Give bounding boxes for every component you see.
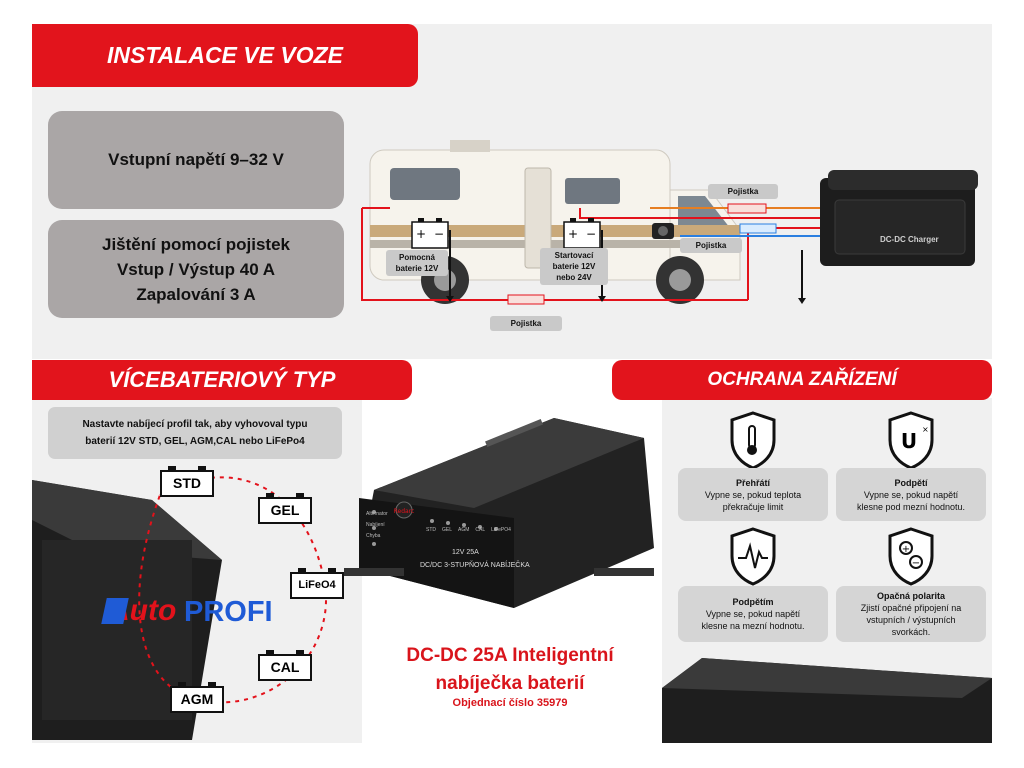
svg-text:+: + <box>902 544 910 555</box>
svg-text:U: U <box>901 429 917 453</box>
fuse-line-1: Jištění pomocí pojistek <box>102 234 290 254</box>
logo-profi: PROFI <box>184 596 273 628</box>
input-voltage-box: Vstupní napětí 9–32 V <box>48 111 344 209</box>
multi-battery-banner: VÍCEBATERIOVÝ TYP <box>32 360 412 400</box>
device-model: 12V 25A <box>452 549 479 556</box>
start-battery-icon: + − <box>563 218 601 249</box>
aux-battery-icon: + − <box>411 218 449 249</box>
svg-text:−: − <box>912 558 920 569</box>
alternator-icon <box>652 223 674 239</box>
fuse-box: Jištění pomocí pojistek Vstup / Výstup 4… <box>48 220 344 318</box>
product-title: DC-DC 25A Inteligentní nabíječka baterií <box>406 645 614 694</box>
profile-note: Nastavte nabíjecí profil tak, aby vyhovo… <box>48 407 342 459</box>
battery-type-std: STD <box>160 466 214 498</box>
red-wire-bottom <box>361 208 748 301</box>
device-subtitle: DC/DC 3-STUPŇOVÁ NABÍJEČKA <box>420 562 530 569</box>
fuse-bottom-label: Pojistka <box>490 316 562 331</box>
battery-type-gel: GEL <box>258 493 312 525</box>
polarity-shield-icon: + − <box>888 527 934 586</box>
fuse-line-2: Vstup / Výstup 40 A <box>116 259 276 279</box>
fuse-top-icon <box>727 203 767 214</box>
battery-type-agm: AGM <box>170 682 224 714</box>
charger-device-photo: Redarc <box>344 418 654 608</box>
protection-reverse-polarity: Opačná polarita Zjistí opačné připojení … <box>836 586 986 642</box>
protection-voltage-drop: Podpětím Vypne se, pokud napětí klesne n… <box>678 586 828 642</box>
svg-text:+: + <box>416 227 426 241</box>
charger-unit <box>820 170 978 266</box>
surge-shield-icon <box>730 527 776 586</box>
protection-overheat: Přehřátí Vypne se, pokud teplota překrač… <box>678 468 828 521</box>
brand-logo-icon <box>395 501 413 519</box>
charger-photo-left <box>32 480 222 740</box>
brand-text: Redarc <box>394 508 415 515</box>
protection-banner: OCHRANA ZAŘÍZENÍ <box>612 360 992 400</box>
indicator-labels: Alternator Nabíjení Chyba <box>366 511 388 539</box>
svg-text:−: − <box>586 227 596 241</box>
wiring-diagram: + − + − <box>361 140 978 305</box>
thermometer-shield-icon <box>730 411 776 470</box>
fuse-line-3: Zapalování 3 A <box>136 284 256 304</box>
battery-type-lifeo4: LiFeO4 <box>290 568 344 600</box>
charger-photo-right <box>662 658 992 743</box>
protection-undervoltage: Podpětí Vypne se, pokud napětí klesne po… <box>836 468 986 521</box>
fuse-top-label: Pojistka <box>708 184 778 199</box>
fuse-mid-icon <box>739 223 777 234</box>
svg-text:+: + <box>568 227 578 241</box>
fuse-bottom-icon <box>507 294 545 305</box>
input-voltage-text: Vstupní napětí 9–32 V <box>108 150 284 169</box>
svg-text:×: × <box>922 425 929 434</box>
fuse-mid-label: Pojistka <box>680 238 742 253</box>
svg-text:−: − <box>434 227 444 241</box>
charger-label: DC-DC Charger <box>880 235 939 244</box>
undervoltage-shield-icon: U × <box>888 411 934 470</box>
order-number: Objednací číslo 35979 <box>452 697 568 709</box>
battery-type-cal: CAL <box>258 650 312 682</box>
installation-banner: INSTALACE VE VOZE <box>32 24 418 87</box>
